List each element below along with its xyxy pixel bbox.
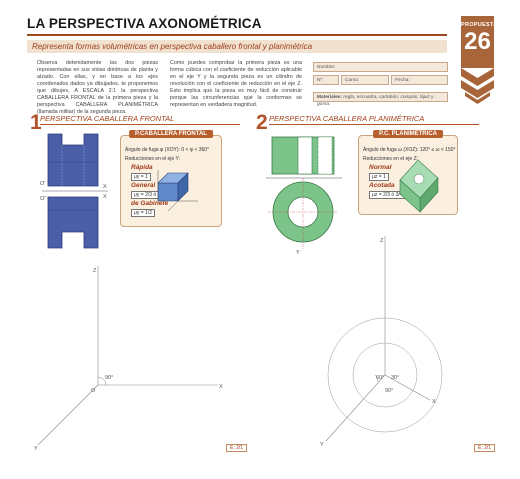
title-rule (27, 34, 447, 36)
angle-label-90b: 90° (385, 388, 393, 394)
panel2-cylinder-illustration (399, 159, 439, 213)
axis-label-x1b: X (103, 194, 107, 200)
section2-axes (325, 236, 443, 442)
section1-number: 1 (30, 111, 42, 134)
section2-title: PERSPECTIVA CABALLERA PLANIMÉTRICA (269, 114, 425, 123)
panel2-option-acotada: Acotada (369, 182, 395, 189)
number-field[interactable]: Nº: (313, 75, 339, 85)
axis-label-y2a: Y (296, 250, 300, 256)
piece2-plan-view (268, 178, 338, 250)
axis-label-y1: Y (34, 446, 38, 452)
proposal-badge: PROPUESTA 26 (461, 16, 498, 104)
badge-label: PROPUESTA (461, 22, 498, 28)
page-subtitle: Representa formas volumétricas en perspe… (27, 40, 447, 53)
materials-field: Materiales: regla, escuadra, cartabón, c… (313, 92, 448, 107)
badge-chevrons-icon (461, 68, 494, 104)
section2-number: 2 (256, 111, 268, 134)
date-field[interactable]: Fecha: (391, 75, 448, 85)
section1-axes (37, 266, 218, 446)
axis-label-x1a: X (103, 184, 107, 190)
panel1-option-gabinete: de Gabinete (131, 200, 169, 207)
student-info-form: Nombre: Nº: Curso: Fecha: Materiales: re… (313, 62, 448, 107)
panel2-value-normal: μz = 1 (369, 173, 389, 181)
axis-label-x2: X (432, 399, 436, 405)
course-field[interactable]: Curso: (341, 75, 389, 85)
piece2-elevation-view (271, 136, 335, 175)
section2-scale-label: E: 2/1 (474, 444, 496, 452)
panel1-cube-illustration (157, 170, 198, 212)
piece1-plan-view (47, 196, 99, 249)
panel1-reduction-text: Reducciones en el eje Y: (125, 156, 180, 162)
intro-left-text: Observa detenidamente las dos piezas rep… (37, 60, 158, 115)
panel2-option-normal: Normal (369, 164, 392, 171)
panel2-angle-text: Ángulo de fuga ω (XOZ): 120° ≤ ω < 150° (363, 147, 456, 153)
materials-value: regla, escuadra, cartabón, compás, lápiz… (317, 95, 434, 107)
panel1-value-gabinete: μy = 1/2 (131, 209, 156, 217)
axis-label-y2: Y (320, 442, 324, 448)
badge-number: 26 (464, 28, 491, 55)
section2-rule (269, 124, 479, 125)
piece1-elevation-view (47, 133, 99, 187)
axis-label-x1: X (219, 384, 223, 390)
page-title: LA PERSPECTIVA AXONOMÉTRICA (27, 16, 262, 31)
intro-right-text: Como puedes comprobar la primera pieza e… (170, 60, 302, 108)
materials-label: Materiales: (317, 95, 343, 100)
angle-label-90: 90° (105, 375, 113, 381)
angle-label-30: 30° (391, 375, 399, 381)
panel2-reduction-text: Reducciones en el eje Z: (363, 156, 419, 162)
axis-label-o2: O'' (40, 196, 46, 202)
section1-title: PERSPECTIVA CABALLERA FRONTAL (40, 114, 175, 123)
panel1-option-general: General (131, 182, 156, 189)
section1-rule (40, 124, 240, 125)
axis-label-z2: Z (380, 238, 384, 244)
section1-scale-label: E: 2/1 (226, 444, 248, 452)
panel1-title: P.CABALLERA FRONTAL (129, 130, 213, 138)
panel1-angle-text: Ángulo de fuga φ (XOY): 0 < φ < 360° (125, 147, 210, 153)
axis-label-o1: O' (40, 181, 45, 187)
panel1-option-rapida: Rápida (131, 164, 153, 171)
panel2-title: P.C. PLANIMÉTRICA (373, 130, 443, 138)
name-field[interactable]: Nombre: (313, 62, 448, 72)
panel1-value-rapida: μy = 1 (131, 173, 151, 181)
angle-label-60: 60° (376, 375, 384, 381)
axis-label-o1-origin: O (91, 388, 96, 394)
axis-label-z1: Z (93, 268, 97, 274)
